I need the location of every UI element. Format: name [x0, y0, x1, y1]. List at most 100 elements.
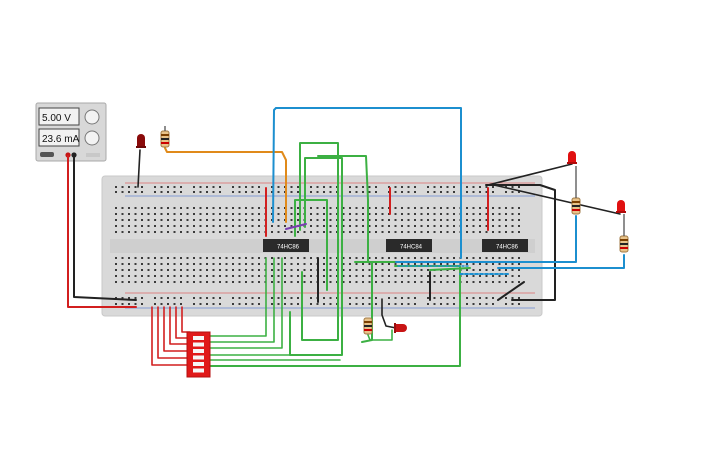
breadboard-hole[interactable] [193, 219, 195, 221]
dip-toggle[interactable] [193, 368, 204, 373]
breadboard-hole[interactable] [355, 257, 358, 259]
breadboard-hole[interactable] [453, 281, 455, 283]
breadboard-hole[interactable] [381, 257, 384, 259]
breadboard-hole[interactable] [128, 191, 130, 193]
breadboard-hole[interactable] [232, 213, 234, 215]
breadboard-hole[interactable] [206, 263, 208, 265]
breadboard-hole[interactable] [342, 281, 345, 283]
breadboard-hole[interactable] [479, 186, 481, 188]
breadboard-hole[interactable] [453, 275, 455, 277]
breadboard-hole[interactable] [420, 275, 423, 277]
breadboard-hole[interactable] [180, 225, 182, 227]
breadboard-hole[interactable] [323, 269, 325, 271]
breadboard-hole[interactable] [375, 303, 377, 305]
breadboard-hole[interactable] [511, 275, 514, 277]
breadboard-hole[interactable] [186, 213, 189, 215]
breadboard-hole[interactable] [173, 207, 176, 209]
breadboard-hole[interactable] [271, 191, 273, 193]
breadboard-hole[interactable] [251, 269, 254, 271]
breadboard-hole[interactable] [505, 225, 507, 227]
breadboard-hole[interactable] [355, 231, 358, 233]
breadboard-hole[interactable] [134, 281, 137, 283]
breadboard-hole[interactable] [310, 225, 312, 227]
breadboard-hole[interactable] [355, 219, 358, 221]
led-icon[interactable] [394, 323, 407, 333]
breadboard-hole[interactable] [349, 275, 351, 277]
breadboard-hole[interactable] [232, 269, 234, 271]
breadboard-hole[interactable] [290, 269, 293, 271]
breadboard-hole[interactable] [310, 269, 312, 271]
breadboard-hole[interactable] [472, 257, 475, 259]
breadboard-hole[interactable] [297, 257, 299, 259]
breadboard-hole[interactable] [271, 297, 273, 299]
breadboard-hole[interactable] [323, 213, 325, 215]
breadboard-hole[interactable] [219, 269, 221, 271]
breadboard-hole[interactable] [277, 186, 280, 188]
breadboard-hole[interactable] [433, 281, 436, 283]
breadboard-hole[interactable] [518, 281, 520, 283]
breadboard-hole[interactable] [238, 213, 241, 215]
breadboard-hole[interactable] [115, 207, 117, 209]
breadboard-hole[interactable] [245, 207, 247, 209]
breadboard-hole[interactable] [128, 297, 130, 299]
breadboard-hole[interactable] [134, 263, 137, 265]
black-jumper-3[interactable] [497, 281, 525, 301]
breadboard-hole[interactable] [186, 219, 189, 221]
breadboard-hole[interactable] [310, 191, 312, 193]
breadboard-hole[interactable] [154, 281, 156, 283]
breadboard-hole[interactable] [368, 186, 371, 188]
breadboard-hole[interactable] [303, 281, 306, 283]
breadboard-hole[interactable] [160, 225, 163, 227]
breadboard-hole[interactable] [342, 231, 345, 233]
breadboard-hole[interactable] [329, 263, 332, 265]
breadboard-hole[interactable] [453, 219, 455, 221]
breadboard-hole[interactable] [505, 257, 507, 259]
dip-wire-2[interactable] [157, 306, 191, 359]
breadboard-hole[interactable] [115, 281, 117, 283]
breadboard-hole[interactable] [199, 191, 202, 193]
breadboard-hole[interactable] [186, 275, 189, 277]
breadboard-hole[interactable] [310, 219, 312, 221]
breadboard-hole[interactable] [206, 186, 208, 188]
breadboard-hole[interactable] [180, 219, 182, 221]
breadboard-hole[interactable] [180, 275, 182, 277]
dip-wire-1[interactable] [151, 306, 191, 366]
breadboard-hole[interactable] [323, 219, 325, 221]
breadboard-hole[interactable] [394, 186, 397, 188]
blue-wire-led1[interactable] [395, 215, 577, 263]
breadboard-hole[interactable] [407, 275, 410, 277]
breadboard-hole[interactable] [485, 297, 488, 299]
breadboard-hole[interactable] [381, 207, 384, 209]
breadboard-hole[interactable] [492, 297, 494, 299]
breadboard-hole[interactable] [375, 225, 377, 227]
breadboard-hole[interactable] [329, 186, 332, 188]
breadboard-hole[interactable] [160, 219, 163, 221]
breadboard-hole[interactable] [388, 257, 390, 259]
breadboard-hole[interactable] [485, 207, 488, 209]
breadboard-hole[interactable] [485, 303, 488, 305]
breadboard-hole[interactable] [154, 219, 156, 221]
breadboard-hole[interactable] [303, 231, 306, 233]
breadboard-hole[interactable] [180, 207, 182, 209]
breadboard-hole[interactable] [472, 275, 475, 277]
breadboard-hole[interactable] [290, 191, 293, 193]
breadboard-hole[interactable] [394, 207, 397, 209]
breadboard-hole[interactable] [511, 231, 514, 233]
breadboard-hole[interactable] [141, 281, 143, 283]
breadboard-hole[interactable] [466, 281, 468, 283]
breadboard-hole[interactable] [401, 231, 403, 233]
breadboard-hole[interactable] [440, 225, 442, 227]
breadboard-hole[interactable] [128, 231, 130, 233]
breadboard-hole[interactable] [440, 297, 442, 299]
breadboard-hole[interactable] [505, 303, 507, 305]
breadboard-hole[interactable] [446, 219, 449, 221]
breadboard-hole[interactable] [375, 207, 377, 209]
breadboard-hole[interactable] [297, 303, 299, 305]
breadboard-hole[interactable] [310, 263, 312, 265]
breadboard-hole[interactable] [342, 257, 345, 259]
breadboard-hole[interactable] [134, 225, 137, 227]
breadboard-hole[interactable] [479, 281, 481, 283]
breadboard-hole[interactable] [485, 191, 488, 193]
black-led-wire[interactable] [381, 298, 397, 329]
breadboard-hole[interactable] [238, 297, 241, 299]
